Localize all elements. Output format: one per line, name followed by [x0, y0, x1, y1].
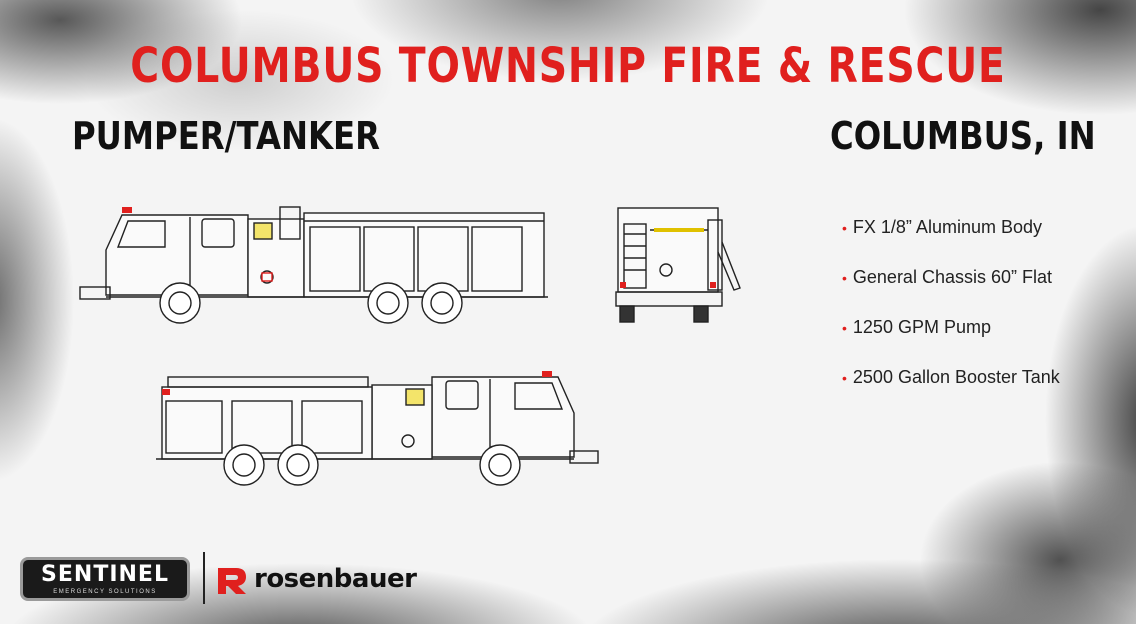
spec-item: •FX 1/8” Aluminum Body — [842, 217, 1042, 237]
spec-item: •General Chassis 60” Flat — [842, 267, 1052, 287]
sentinel-logo-tagline: EMERGENCY SOLUTIONS — [53, 589, 157, 595]
apparatus-type: PUMPER/TANKER — [72, 114, 380, 158]
truck-side-view-officer — [156, 371, 599, 486]
bullet-icon: • — [842, 370, 847, 386]
bullet-icon: • — [842, 220, 847, 236]
rosenbauer-mark-icon — [218, 568, 246, 594]
spec-item: •2500 Gallon Booster Tank — [842, 367, 1060, 387]
bullet-icon: • — [842, 320, 847, 336]
bullet-icon: • — [842, 270, 847, 286]
truck-rear-view — [615, 207, 741, 323]
spec-list: •FX 1/8” Aluminum Body •General Chassis … — [842, 210, 1060, 410]
rosenbauer-logo-text: rosenbauer — [254, 564, 417, 594]
location-label: COLUMBUS, IN — [830, 114, 1096, 158]
spec-item: •1250 GPM Pump — [842, 317, 991, 337]
logo-divider — [203, 552, 205, 604]
sentinel-logo: SENTINEL EMERGENCY SOLUTIONS — [20, 557, 190, 601]
page-title: COLUMBUS TOWNSHIP FIRE & RESCUE — [130, 38, 1006, 94]
truck-side-view-driver — [79, 206, 548, 324]
sentinel-logo-text: SENTINEL — [41, 562, 169, 587]
rosenbauer-logo: rosenbauer — [214, 560, 417, 600]
